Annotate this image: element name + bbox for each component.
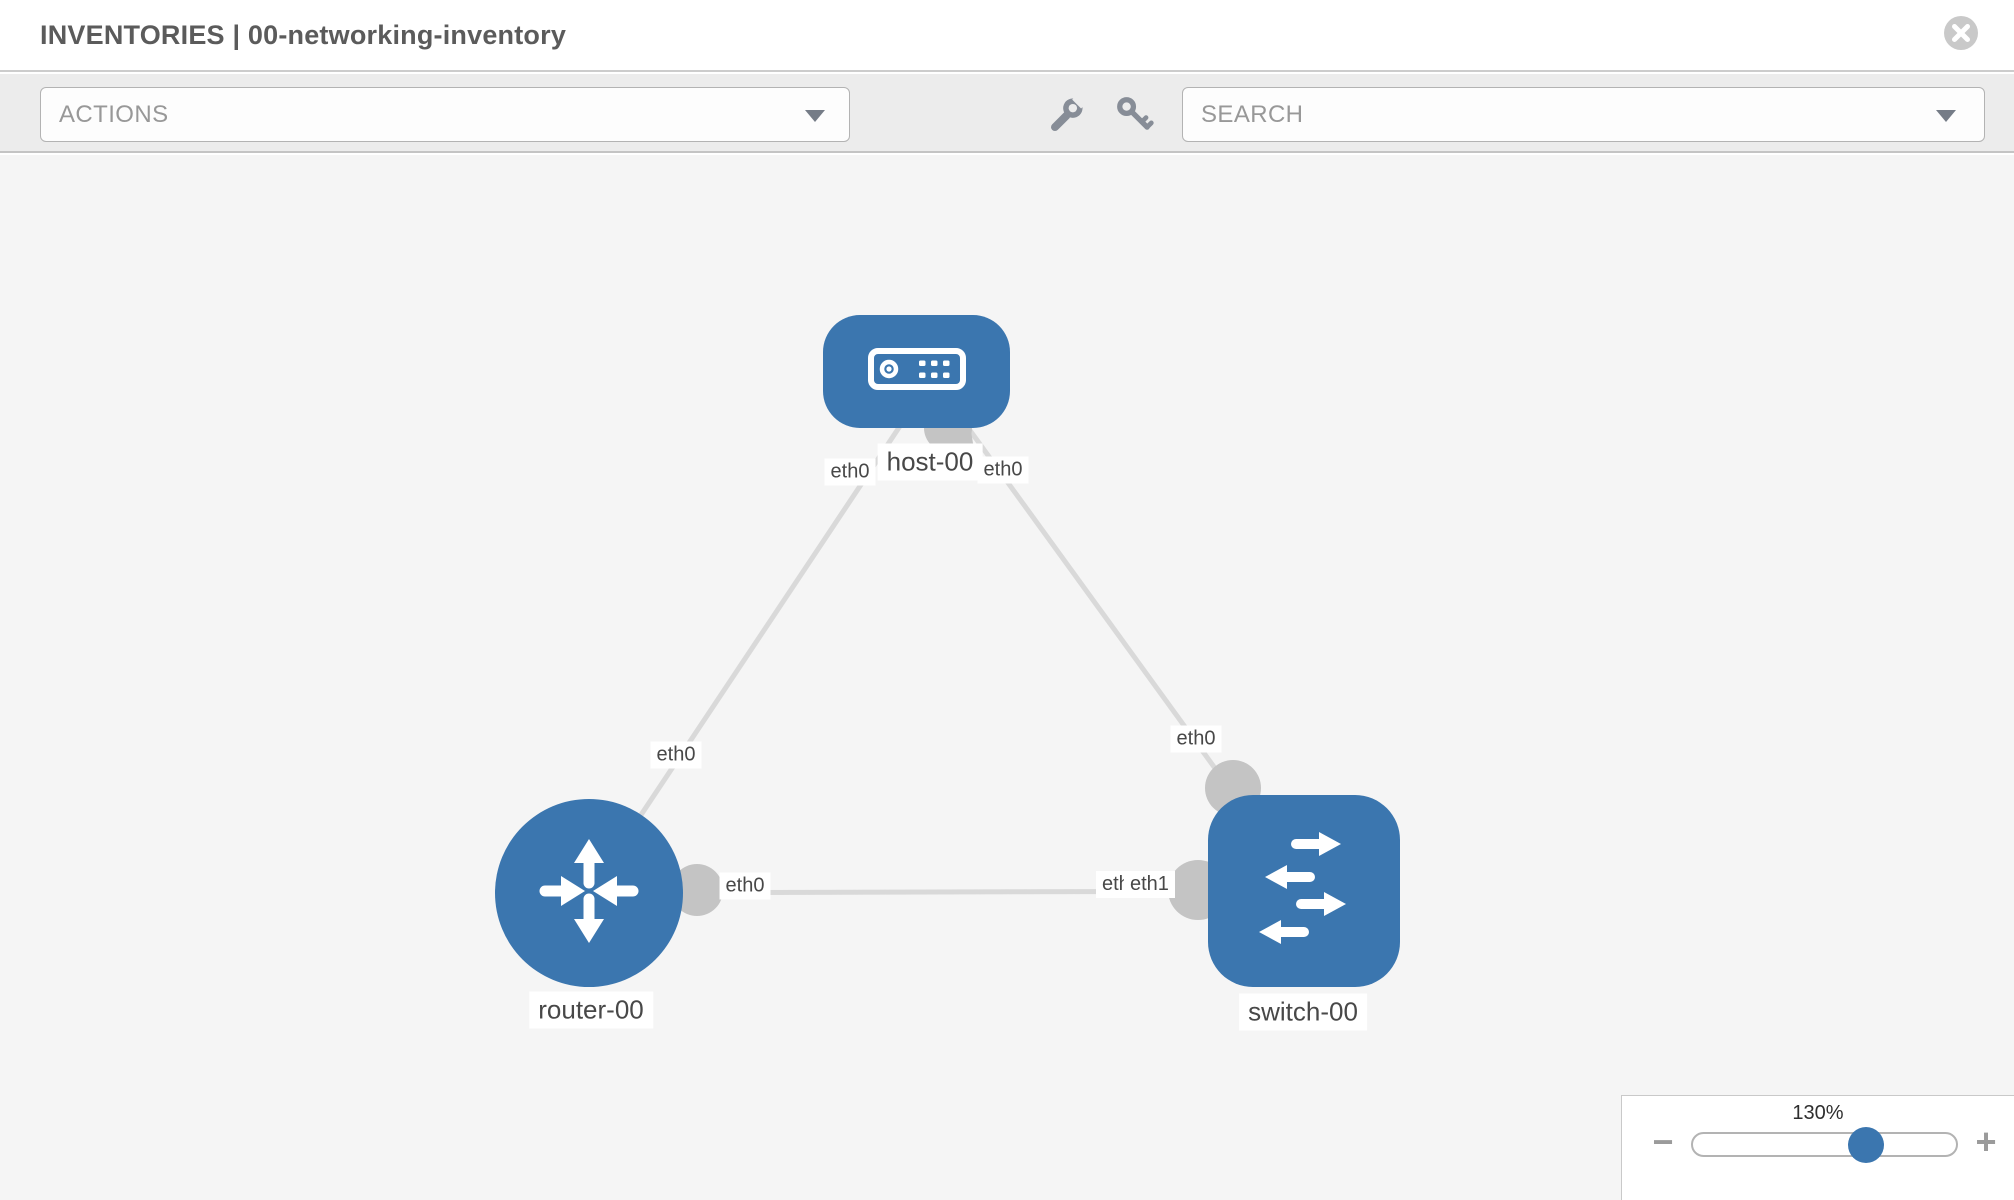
chevron-down-icon [1936, 110, 1956, 122]
node-switch-00[interactable] [1208, 795, 1400, 987]
app-header: INVENTORIES | 00-networking-inventory [0, 0, 2014, 72]
interface-label-router-to-switch: eth0 [719, 872, 771, 900]
interface-label-switch-to-router: eth1 [1124, 871, 1175, 898]
search-dropdown[interactable]: SEARCH [1182, 87, 1985, 142]
key-icon [1115, 97, 1155, 138]
interface-label-host-to-switch: eth0 [977, 456, 1029, 484]
zoom-slider[interactable] [1691, 1127, 1958, 1163]
zoom-in-button[interactable]: + [1964, 1120, 2008, 1164]
node-label-router-00: router-00 [529, 991, 653, 1029]
zoom-percent-label: 130% [1792, 1102, 1844, 1124]
topology-canvas[interactable]: host-00 router-00 switch-00 eth0 eth0 et… [0, 155, 2014, 1200]
page-title: INVENTORIES | 00-networking-inventory [40, 20, 567, 50]
switch-arrows-icon [1244, 829, 1364, 954]
interface-label-switch-to-host: eth0 [1170, 725, 1222, 753]
configure-button[interactable] [1046, 92, 1089, 138]
zoom-out-button[interactable]: − [1641, 1120, 1685, 1164]
chevron-down-icon [805, 110, 825, 122]
zoom-slider-thumb[interactable] [1848, 1127, 1884, 1163]
zoom-panel: 130% − + [1621, 1095, 2014, 1200]
connector-router-right [671, 864, 723, 916]
wrench-icon [1046, 92, 1089, 138]
actions-dropdown-label: ACTIONS [59, 101, 169, 128]
node-host-00[interactable] [823, 315, 1010, 428]
interface-label-router-to-host: eth0 [650, 741, 702, 769]
node-label-host-00: host-00 [877, 443, 983, 481]
actions-dropdown[interactable]: ACTIONS [40, 87, 850, 142]
node-label-switch-00: switch-00 [1239, 993, 1367, 1031]
server-device-icon [867, 347, 967, 396]
credentials-button[interactable] [1115, 95, 1155, 135]
close-icon [1943, 16, 1979, 54]
node-router-00[interactable] [495, 799, 683, 987]
close-button[interactable] [1943, 15, 1979, 51]
search-dropdown-label: SEARCH [1201, 101, 1304, 128]
interface-label-host-to-router: eth0 [824, 458, 876, 486]
router-arrows-icon [529, 831, 649, 956]
toolbar: ACTIONS SEARCH [0, 74, 2014, 153]
topology-edges [586, 376, 1307, 920]
